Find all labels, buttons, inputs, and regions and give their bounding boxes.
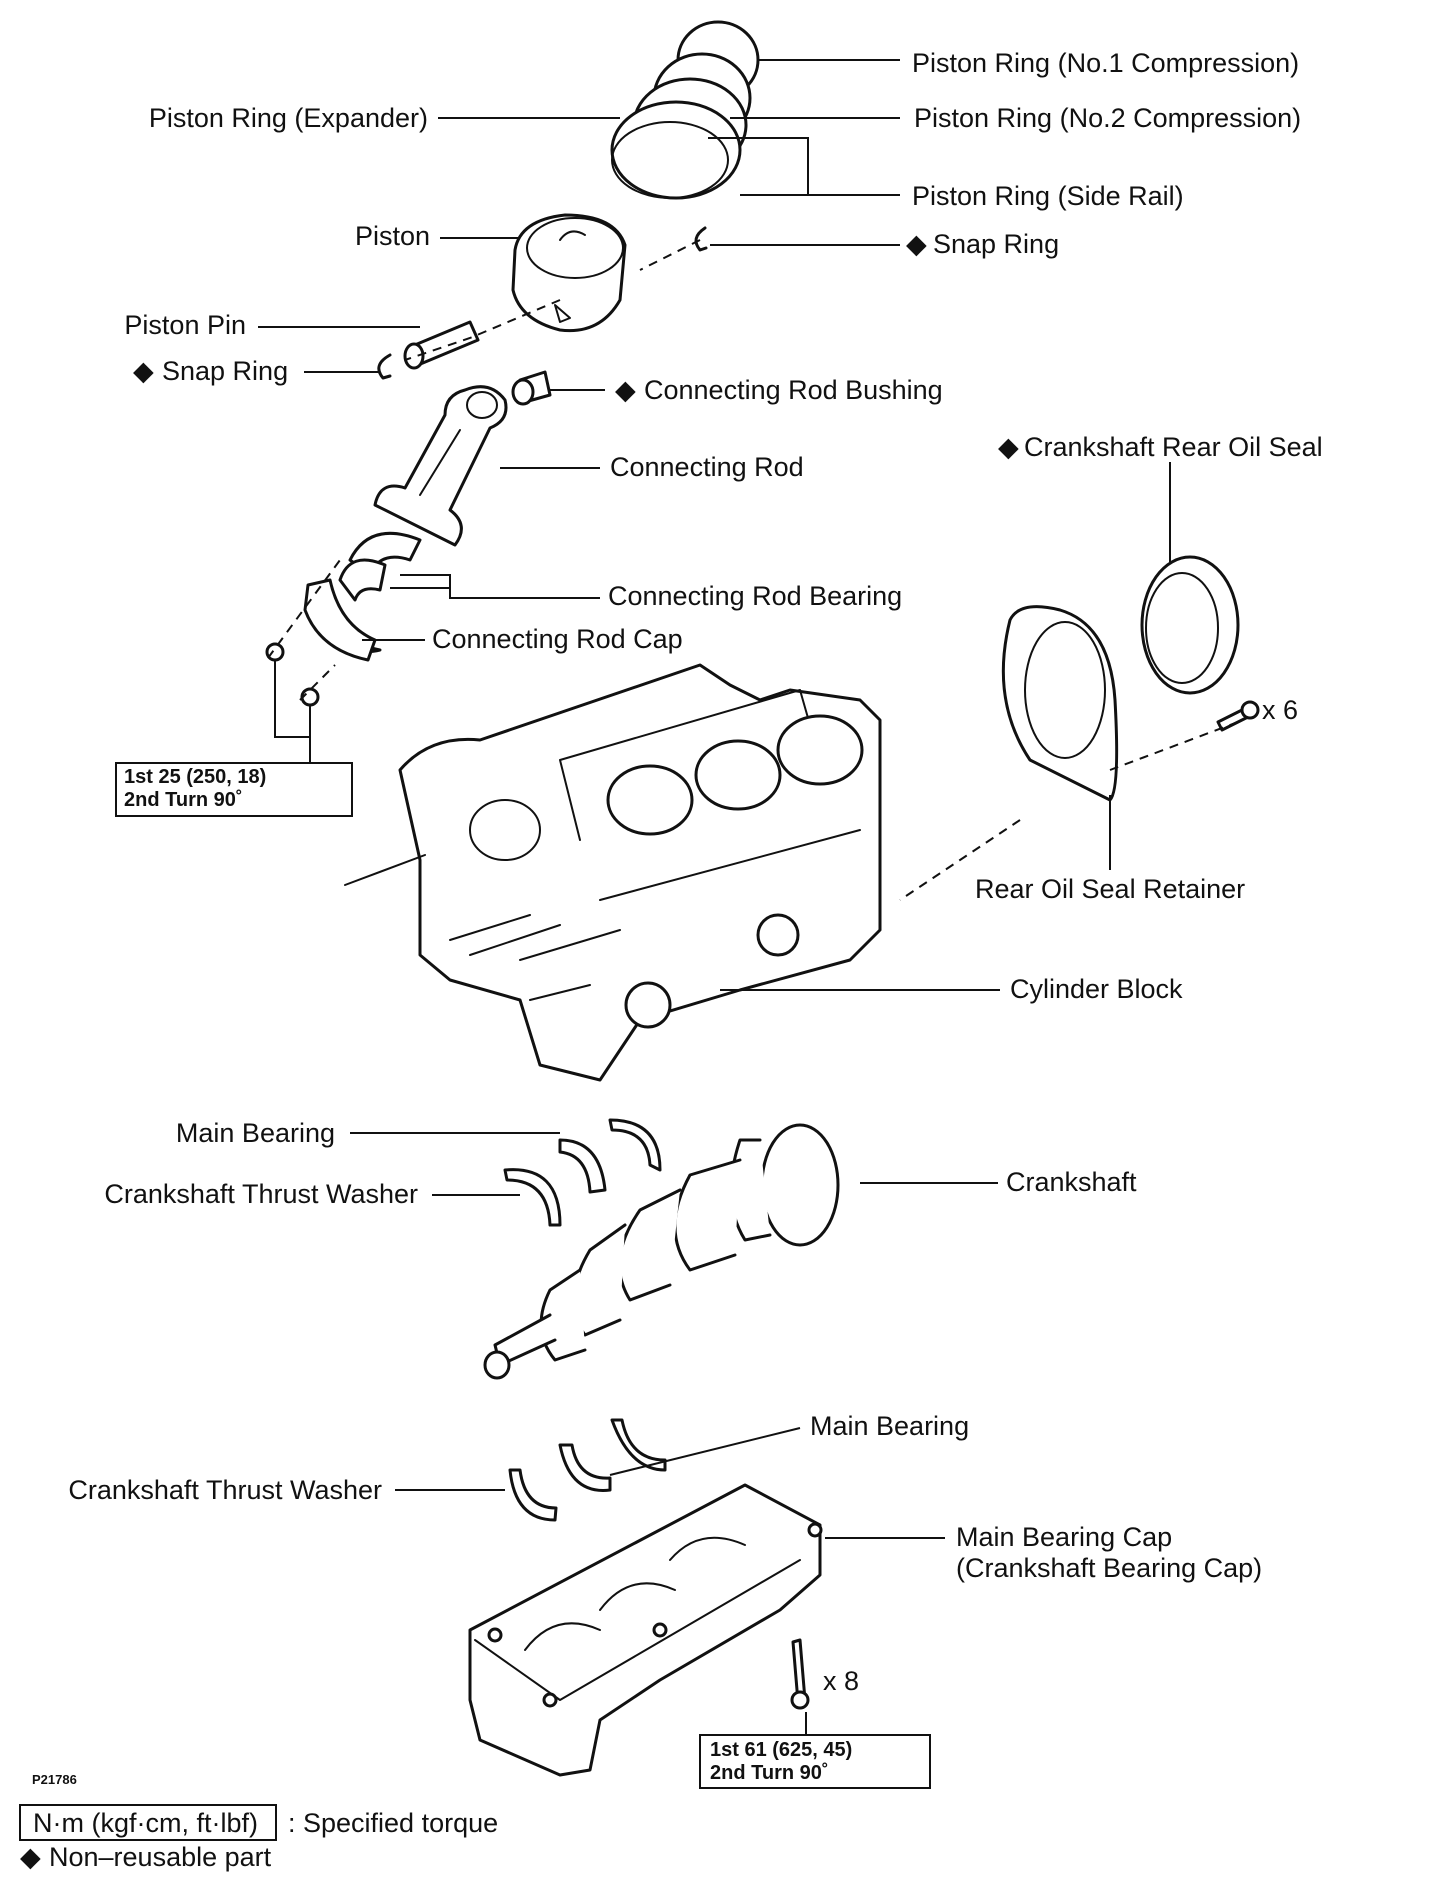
leader-lines [258, 59, 1171, 1735]
cylinder-block-drawing [344, 663, 882, 1082]
rear-oil-seal-retainer-drawing [1001, 605, 1119, 802]
label-piston-ring-expander: Piston Ring (Expander) [149, 103, 428, 133]
torque-main-cap-line2: 2nd Turn 90˚ [710, 1761, 829, 1784]
label-crankshaft-bearing-cap: (Crankshaft Bearing Cap) [956, 1553, 1262, 1583]
label-connecting-rod: Connecting Rod [610, 452, 804, 482]
retainer-bolt-count: x 6 [1262, 695, 1298, 725]
cap-bolt-count: x 8 [823, 1666, 859, 1696]
rod-bushing-drawing [511, 370, 552, 406]
label-main-bearing-lower: Main Bearing [810, 1411, 969, 1441]
figure-id: P21786 [32, 1772, 77, 1787]
diamond-rod-bushing: ◆ [615, 375, 636, 405]
torque-rod-cap-line2: 2nd Turn 90˚ [124, 788, 243, 811]
retainer-bolt-drawing [1216, 700, 1260, 732]
label-connecting-rod-bearing: Connecting Rod Bearing [608, 581, 902, 611]
piston-ring-stack-drawing [610, 20, 760, 200]
legend: N·m (kgf·cm, ft·lbf) : Specified torque … [19, 1804, 498, 1872]
label-snap-ring-left: Snap Ring [162, 356, 288, 386]
label-piston: Piston [355, 221, 430, 251]
snap-ring-right-drawing [694, 226, 708, 252]
legend-nonreusable: Non–reusable part [49, 1842, 272, 1872]
torque-box-main-cap: 1st 61 (625, 45) 2nd Turn 90˚ [699, 1734, 931, 1789]
legend-unit-box: N·m (kgf·cm, ft·lbf) [33, 1808, 258, 1838]
legend-unit-description: : Specified torque [288, 1808, 498, 1838]
torque-main-cap-line1: 1st 61 (625, 45) [710, 1739, 852, 1761]
label-rear-oil-seal-retainer: Rear Oil Seal Retainer [975, 874, 1245, 904]
label-crankshaft: Crankshaft [1006, 1167, 1137, 1197]
label-snap-ring-right: Snap Ring [933, 229, 1059, 259]
lower-main-bearings-drawing [508, 1418, 667, 1522]
piston-drawing [511, 213, 627, 333]
label-piston-ring-no1: Piston Ring (No.1 Compression) [912, 48, 1299, 78]
label-connecting-rod-cap: Connecting Rod Cap [432, 624, 683, 654]
upper-main-bearings-drawing [503, 1118, 662, 1227]
crankshaft-drawing [483, 1123, 840, 1380]
diamond-snap-ring-right: ◆ [906, 229, 927, 259]
label-main-bearing-upper: Main Bearing [176, 1118, 335, 1148]
label-piston-ring-side-rail: Piston Ring (Side Rail) [912, 181, 1184, 211]
torque-rod-cap-line1: 1st 25 (250, 18) [124, 766, 266, 788]
main-bearing-cap-drawing [468, 1483, 823, 1777]
label-cylinder-block: Cylinder Block [1010, 974, 1183, 1004]
snap-ring-left-drawing [377, 353, 392, 380]
label-piston-ring-no2: Piston Ring (No.2 Compression) [914, 103, 1301, 133]
diamond-snap-ring-left: ◆ [133, 356, 154, 386]
torque-box-rod-cap: 1st 25 (250, 18) 2nd Turn 90˚ [115, 762, 353, 817]
label-crankshaft-rear-oil-seal: Crankshaft Rear Oil Seal [1024, 432, 1323, 462]
part-labels: Piston Ring (No.1 Compression) Piston Ri… [68, 48, 1322, 1696]
piston-pin-drawing [403, 320, 480, 370]
label-crankshaft-thrust-washer-lower: Crankshaft Thrust Washer [68, 1475, 382, 1505]
label-piston-pin: Piston Pin [124, 310, 246, 340]
rear-oil-seal-drawing [1140, 555, 1240, 695]
diamond-rear-oil-seal: ◆ [998, 432, 1019, 462]
label-main-bearing-cap: Main Bearing Cap [956, 1522, 1172, 1552]
label-crankshaft-thrust-washer-upper: Crankshaft Thrust Washer [104, 1179, 418, 1209]
legend-diamond: ◆ [20, 1842, 41, 1872]
label-connecting-rod-bushing: Connecting Rod Bushing [644, 375, 943, 405]
connecting-rod-drawing [265, 385, 508, 707]
